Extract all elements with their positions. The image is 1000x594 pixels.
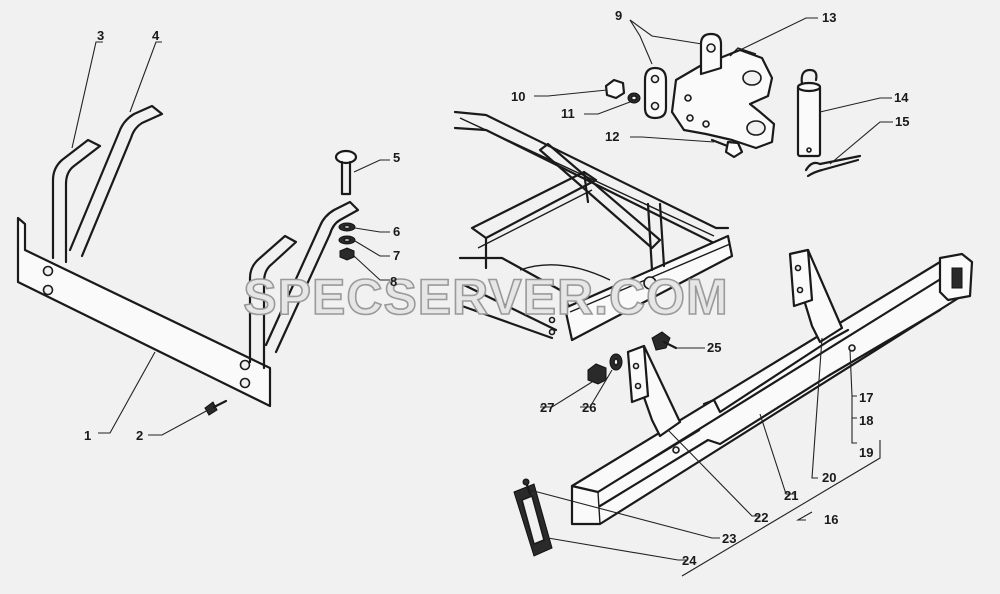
washer-7 <box>338 235 356 245</box>
plate-hole <box>239 377 251 389</box>
callout-13: 13 <box>822 10 836 25</box>
watermark-text: SPECSERVER.COM <box>243 269 728 325</box>
callout-6: 6 <box>393 224 400 239</box>
callout-20: 20 <box>822 470 836 485</box>
bumper-bracket-20 <box>788 248 844 344</box>
bolt-2 <box>204 399 228 416</box>
callout-19: 19 <box>859 445 873 460</box>
washer-26 <box>609 353 623 371</box>
callout-22: 22 <box>754 510 768 525</box>
callout-18: 18 <box>859 413 873 428</box>
tow-hook-bracket <box>670 32 776 150</box>
callout-15: 15 <box>895 114 909 129</box>
callout-3: 3 <box>97 28 104 43</box>
callout-1: 1 <box>84 428 91 443</box>
callout-21: 21 <box>784 488 798 503</box>
plate-hole <box>42 265 54 277</box>
left-strut <box>68 104 164 258</box>
callout-14: 14 <box>894 90 909 105</box>
callout-25: 25 <box>707 340 721 355</box>
front-guard-assembly <box>16 104 360 408</box>
tow-pin <box>796 68 822 158</box>
nut-27 <box>587 363 607 385</box>
callout-27: 27 <box>540 400 554 415</box>
hinge-plate-9 <box>643 66 668 120</box>
callout-7: 7 <box>393 248 400 263</box>
right-strut <box>264 200 360 354</box>
bolt-12 <box>710 138 744 159</box>
left-bracket-rear <box>51 138 102 264</box>
chassis-frame <box>453 110 734 342</box>
callout-5: 5 <box>393 150 400 165</box>
nut-8 <box>339 247 355 261</box>
callout-4: 4 <box>152 28 160 43</box>
callout-2: 2 <box>136 428 143 443</box>
leader-lines <box>71 17 893 577</box>
cotter-pin <box>804 154 862 178</box>
callout-16: 16 <box>824 512 838 527</box>
callout-10: 10 <box>511 89 525 104</box>
callout-17: 17 <box>859 390 873 405</box>
carriage-bolt <box>334 149 358 196</box>
plate-hole <box>42 284 54 296</box>
guard-plate <box>16 216 272 408</box>
nut-10 <box>604 78 626 100</box>
plate-hole <box>239 359 251 371</box>
callout-11: 11 <box>561 106 575 121</box>
callout-24: 24 <box>682 553 697 568</box>
callout-9: 9 <box>615 8 622 23</box>
callout-23: 23 <box>722 531 736 546</box>
bolt-25 <box>651 331 678 351</box>
callout-8: 8 <box>390 274 397 289</box>
bumper-bracket-22 <box>626 344 682 438</box>
callout-12: 12 <box>605 129 619 144</box>
callout-26: 26 <box>582 400 596 415</box>
washer-11 <box>627 92 641 104</box>
rear-bumper-beam <box>570 252 974 526</box>
bumper-end-clip <box>513 478 553 557</box>
frame-hole <box>643 276 657 290</box>
washer-6 <box>338 222 356 232</box>
right-bracket-rear <box>248 234 298 370</box>
callout-labels: 1 2 3 4 5 6 7 8 9 10 11 12 13 14 15 16 1… <box>84 8 909 568</box>
